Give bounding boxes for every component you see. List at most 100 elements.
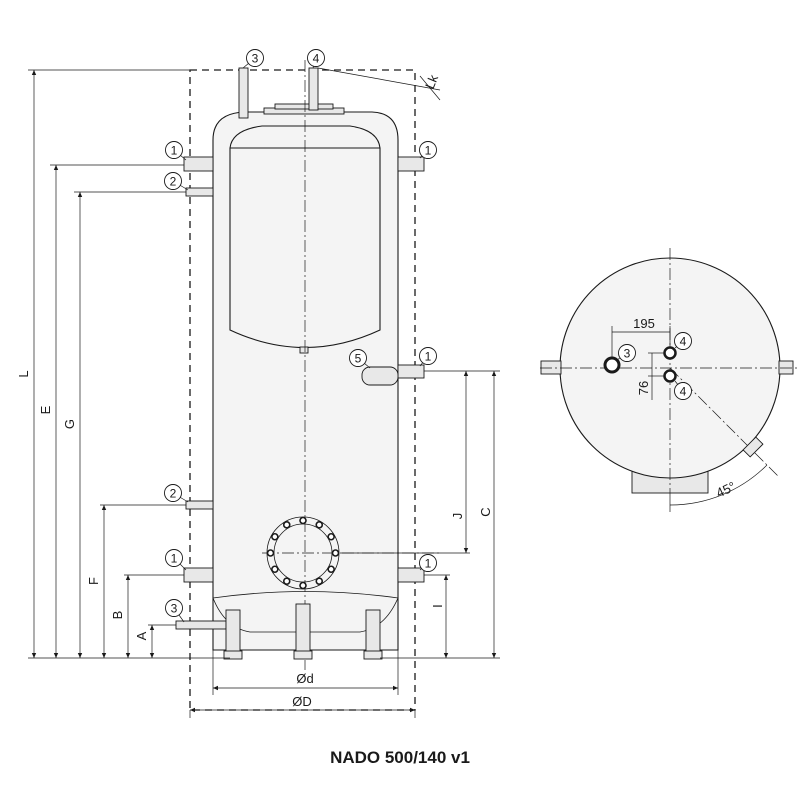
callout-circle-c3 bbox=[618, 344, 636, 362]
label-195: 195 bbox=[633, 316, 655, 331]
label-F: F bbox=[86, 577, 101, 585]
arrowhead bbox=[463, 371, 469, 376]
flange-bolt bbox=[315, 577, 324, 585]
label-G: G bbox=[62, 419, 77, 429]
legs bbox=[223, 603, 383, 660]
top-view: 195 76 45° 3 4 4 bbox=[540, 248, 800, 512]
callout-c3: 3 bbox=[624, 347, 631, 361]
callout-circle-c1_right_top bbox=[419, 141, 437, 159]
leg-left bbox=[225, 609, 241, 656]
leg-right bbox=[365, 609, 381, 656]
connection-5 bbox=[361, 366, 399, 386]
callout-circle-c3_top bbox=[246, 49, 264, 67]
callout-c4_top: 4 bbox=[313, 52, 320, 66]
top-view-stub-right bbox=[778, 360, 794, 375]
label-A: A bbox=[134, 631, 149, 640]
top-port-3 bbox=[603, 356, 621, 374]
callout-c4_lower: 4 bbox=[680, 385, 687, 399]
label-C: C bbox=[478, 507, 493, 516]
callout-circle-c1_left_bottom bbox=[165, 549, 183, 567]
top-callouts: 3 4 4 bbox=[616, 332, 692, 400]
side-callouts: 3 4 1 1 2 5 1 2 1 1 3 bbox=[164, 49, 437, 623]
top-flange-cap bbox=[274, 103, 334, 110]
callout-circle-c1_right_bottom bbox=[419, 554, 437, 572]
callout-c3_top: 3 bbox=[252, 52, 259, 66]
leg-center bbox=[295, 603, 311, 656]
top-pipe-3 bbox=[238, 67, 249, 119]
callout-c1_right_mid: 1 bbox=[425, 350, 432, 364]
callout-circle-c2_top bbox=[164, 172, 182, 190]
arrowhead bbox=[463, 548, 469, 553]
connection-1-right-top bbox=[397, 156, 425, 172]
arrowhead bbox=[31, 70, 37, 75]
label-D: ØD bbox=[292, 694, 312, 709]
flange-bolt bbox=[266, 549, 275, 557]
arrowhead bbox=[31, 653, 37, 658]
flange-bolt bbox=[327, 532, 335, 541]
top-view-stub-45 bbox=[742, 436, 764, 458]
arrowhead bbox=[149, 625, 155, 630]
callout-circle-c1_right_mid bbox=[419, 347, 437, 365]
flange-bolt bbox=[282, 577, 291, 585]
flange-bolt bbox=[282, 521, 291, 529]
arrowhead bbox=[393, 685, 398, 691]
label-45: 45° bbox=[714, 479, 738, 501]
callout-circle-c4_lower bbox=[674, 382, 692, 400]
label-E: E bbox=[38, 405, 53, 414]
top-port-4-upper bbox=[663, 346, 677, 360]
callout-c4_upper: 4 bbox=[680, 335, 687, 349]
callout-circle-c2_bottom bbox=[164, 484, 182, 502]
flange-bolt bbox=[299, 516, 307, 525]
connection-1-right-mid bbox=[397, 364, 425, 379]
flange-bolt bbox=[315, 521, 324, 529]
label-L: L bbox=[16, 370, 31, 377]
arrowhead bbox=[53, 165, 59, 170]
connection-3-bottom bbox=[175, 620, 227, 630]
manhole-flange bbox=[262, 516, 440, 590]
flange-bolt bbox=[271, 565, 279, 574]
callout-c1_right_top: 1 bbox=[425, 144, 432, 158]
callout-c1_left_top: 1 bbox=[171, 144, 178, 158]
flange-bolt bbox=[299, 581, 307, 590]
flange-bolt bbox=[331, 549, 340, 557]
top-port-4-lower bbox=[663, 369, 677, 383]
callout-c3_bottom: 3 bbox=[171, 602, 178, 616]
callout-circle-c1_left_top bbox=[165, 141, 183, 159]
arrowhead bbox=[101, 505, 107, 510]
connection-1-left-bottom bbox=[183, 567, 214, 583]
label-Lk: Lk bbox=[422, 72, 441, 91]
callout-c5: 5 bbox=[355, 352, 362, 366]
callout-c1_left_bottom: 1 bbox=[171, 552, 178, 566]
arrowhead bbox=[149, 653, 155, 658]
arrowhead bbox=[190, 707, 195, 713]
label-I: I bbox=[430, 604, 445, 608]
foot-left bbox=[223, 650, 243, 660]
arrowhead bbox=[410, 707, 415, 713]
arrowhead bbox=[77, 653, 83, 658]
callout-c2_top: 2 bbox=[170, 175, 177, 189]
arrowhead bbox=[53, 653, 59, 658]
label-B: B bbox=[110, 611, 125, 620]
foot-right bbox=[363, 650, 383, 660]
flange-bolt bbox=[271, 532, 279, 541]
top-view-stub-left bbox=[540, 360, 562, 375]
callout-circle-c4_top bbox=[307, 49, 325, 67]
label-76: 76 bbox=[636, 381, 651, 395]
arrowhead bbox=[213, 685, 218, 691]
arrowhead bbox=[443, 653, 449, 658]
dim-Lk bbox=[317, 67, 441, 91]
dim-45-arc bbox=[669, 464, 768, 506]
inner-vessel-drain bbox=[299, 346, 309, 354]
callout-c2_bottom: 2 bbox=[170, 487, 177, 501]
label-J: J bbox=[450, 513, 465, 520]
flange-bolt bbox=[327, 565, 335, 574]
arrowhead bbox=[491, 653, 497, 658]
foot-center bbox=[293, 650, 313, 660]
callout-c1_right_bottom: 1 bbox=[425, 557, 432, 571]
callout-circle-c5 bbox=[349, 349, 367, 367]
dimensions bbox=[28, 67, 500, 718]
callout-circle-c3_bottom bbox=[165, 599, 183, 617]
arrowhead bbox=[101, 653, 107, 658]
